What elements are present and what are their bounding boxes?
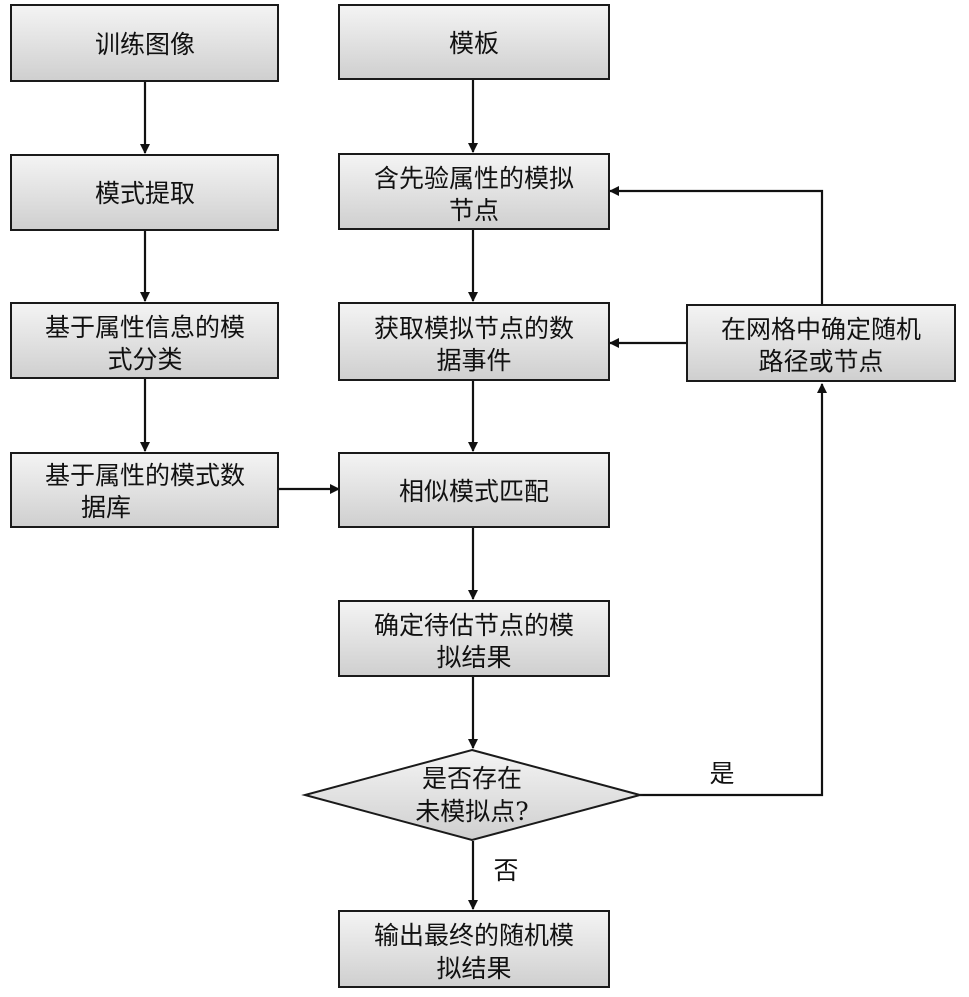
node-random-path-line2: 路径或节点 [758,347,883,376]
node-estimate-result-line2: 拟结果 [436,643,511,672]
node-pattern-extraction-line1: 模式提取 [95,179,195,208]
node-check-unsimulated: 是否存在 未模拟点? [301,748,644,842]
node-check-unsimulated-line2: 未模拟点? [415,797,528,826]
node-estimate-result: 确定待估节点的模 拟结果 [338,600,610,677]
node-data-event-line1: 获取模拟节点的数 [374,314,574,343]
node-prior-nodes: 含先验属性的模拟 节点 [338,153,610,230]
node-pattern-database: 基于属性的模式数 据库 [10,452,279,528]
node-pattern-database-line2: 据库 [81,493,131,522]
yes-label: 是 [709,759,734,788]
edge-check-to-random-path [640,383,827,797]
node-pattern-matching-line1: 相似模式匹配 [399,477,549,506]
node-random-path-line1: 在网格中确定随机 [721,315,921,344]
node-pattern-classification-line2: 式分类 [107,345,182,374]
node-output-result: 输出最终的随机模 拟结果 [338,910,610,988]
no-label: 否 [493,856,518,885]
node-check-unsimulated-line1: 是否存在 [422,764,522,793]
node-output-result-line2: 拟结果 [436,954,511,983]
node-output-result-line1: 输出最终的随机模 [374,921,574,950]
node-random-path: 在网格中确定随机 路径或节点 [686,304,956,382]
node-data-event: 获取模拟节点的数 据事件 [338,302,610,381]
node-pattern-extraction: 模式提取 [10,154,279,231]
node-training-image-line1: 训练图像 [95,30,195,59]
node-pattern-classification-line1: 基于属性信息的模 [45,313,245,342]
node-estimate-result-line1: 确定待估节点的模 [374,611,574,640]
node-template: 模板 [338,4,610,80]
node-pattern-database-line1: 基于属性的模式数 [45,461,245,490]
node-prior-nodes-line2: 节点 [449,196,499,225]
node-data-event-line2: 据事件 [436,346,511,375]
node-template-line1: 模板 [449,29,499,58]
node-pattern-matching: 相似模式匹配 [338,452,610,528]
node-prior-nodes-line1: 含先验属性的模拟 [374,164,574,193]
node-training-image: 训练图像 [10,4,279,82]
node-pattern-classification: 基于属性信息的模 式分类 [10,302,279,379]
edge-random-path-to-prior-nodes [609,186,824,305]
